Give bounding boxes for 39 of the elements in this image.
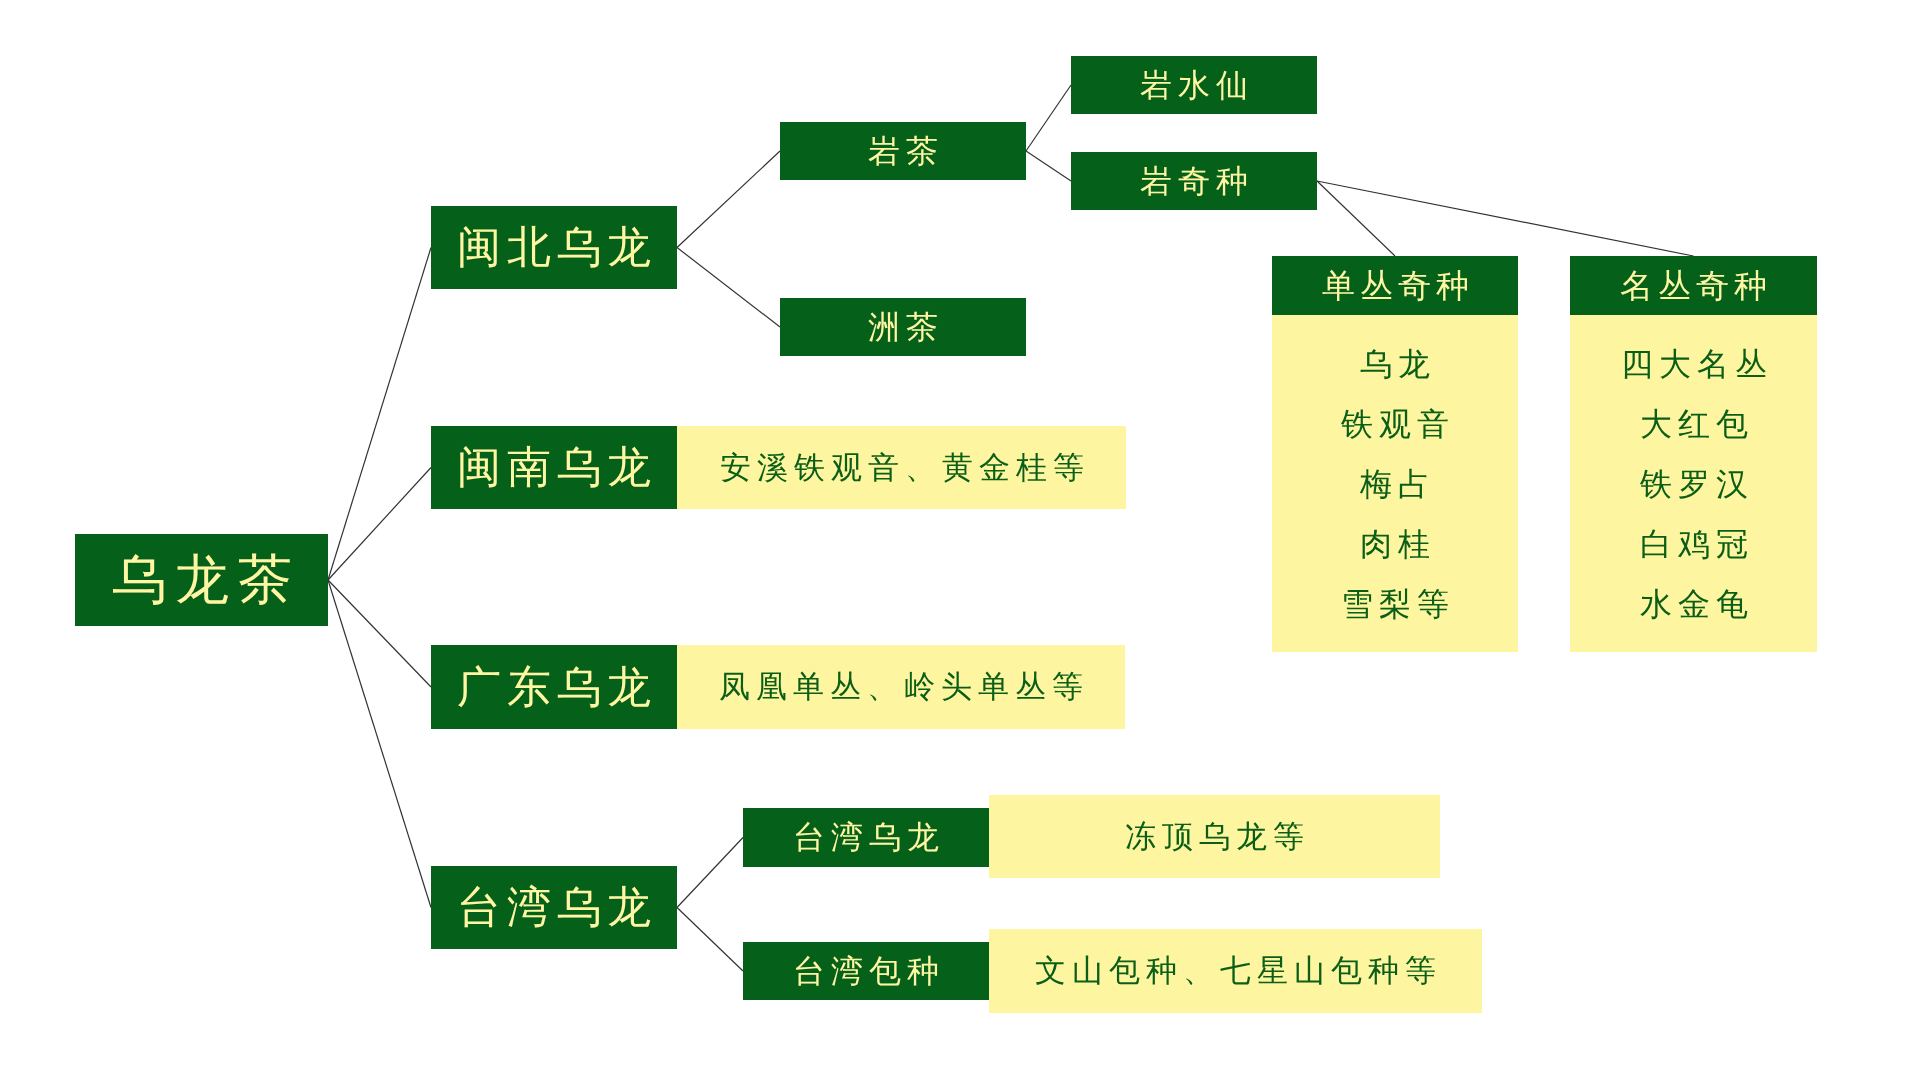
connector-line: [1316, 180, 1695, 257]
subcategory-box: 台湾包种: [743, 942, 989, 1000]
category-box: 闽北乌龙: [431, 206, 677, 289]
subcategory-box: 岩水仙: [1071, 56, 1317, 114]
list-item: 大红包: [1638, 403, 1754, 444]
connector-line: [1025, 84, 1072, 152]
connector-line: [676, 836, 744, 909]
category-box: 闽南乌龙: [431, 426, 677, 509]
category-box: 台湾乌龙: [431, 866, 677, 949]
example-note-box: 凤凰单丛、岭头单丛等: [677, 645, 1125, 729]
connector-line: [676, 150, 781, 249]
subcategory-box: 岩奇种: [1071, 152, 1317, 210]
subcategory-box: 台湾乌龙: [743, 808, 989, 867]
connector-line: [327, 466, 432, 581]
list-item: 水金龟: [1638, 583, 1754, 624]
list-item: 肉桂: [1359, 523, 1436, 564]
list-item: 铁观音: [1340, 403, 1455, 444]
list-item: 白鸡冠: [1638, 523, 1754, 564]
connector-line: [676, 246, 781, 328]
subcategory-box: 洲茶: [780, 298, 1026, 356]
subcategory-box: 岩茶: [780, 122, 1026, 180]
list-item: 铁罗汉: [1638, 463, 1754, 504]
card-header: 单丛奇种: [1272, 256, 1518, 315]
category-box: 广东乌龙: [431, 645, 677, 729]
list-item: 梅占: [1359, 463, 1436, 504]
list-item: 乌龙: [1359, 343, 1436, 384]
connector-line: [1025, 150, 1072, 182]
variety-card: [1570, 256, 1817, 652]
variety-card: [1272, 256, 1518, 652]
list-item: 四大名丛: [1619, 343, 1773, 384]
example-note-box: 文山包种、七星山包种等: [989, 929, 1482, 1013]
connector-line: [676, 906, 744, 972]
connector-line: [1316, 180, 1396, 257]
example-note-box: 冻顶乌龙等: [989, 795, 1440, 878]
list-item: 雪梨等: [1340, 583, 1455, 624]
example-note-box: 安溪铁观音、黄金桂等: [677, 426, 1126, 509]
connector-line: [327, 579, 432, 688]
root-category-box: 乌龙茶: [75, 534, 328, 626]
card-header: 名丛奇种: [1570, 256, 1817, 315]
